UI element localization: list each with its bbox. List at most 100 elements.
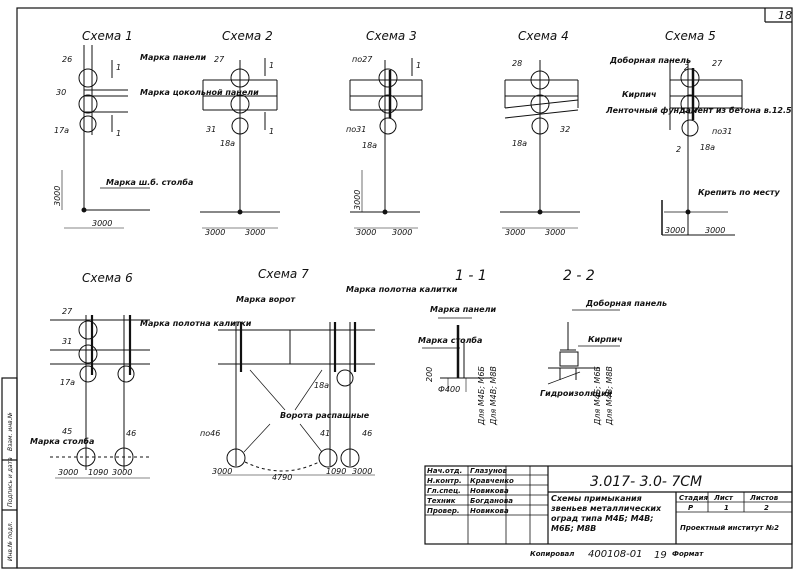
scheme-3-ref-1: 1: [416, 61, 421, 70]
section-2-2-title: 2 - 2: [563, 268, 595, 284]
scheme-2-title: Схема 2: [222, 29, 273, 43]
margin-stamp-3: Взам. инв.№: [7, 412, 14, 451]
scheme-1-dim-h: 3000: [92, 219, 112, 228]
scheme-2-ref-27: 27: [214, 55, 225, 64]
section-1-1: 1 - 1 Марка панели Марка столба 200 Ф400…: [418, 268, 498, 426]
scheme-2-dim-2: 3000: [245, 228, 265, 237]
sheet-frame: [16, 7, 793, 569]
scheme-6-ref-31: 31: [62, 337, 72, 346]
scheme-3-ref-po31: по31: [346, 125, 366, 134]
scheme-6-ref-27: 27: [62, 307, 73, 316]
scheme-4-ref-28: 28: [512, 59, 522, 68]
scheme-4-dim-1: 3000: [505, 228, 525, 237]
scheme-7-label-swing-gate: Ворота распашные: [280, 411, 370, 420]
scheme-7-dim-4: 3000: [352, 467, 372, 476]
section-2-2: 2 - 2 Доборная панель Кирпич Гидроизоляц…: [540, 268, 667, 426]
footer-sheet-no: 19: [654, 550, 667, 561]
scheme-1-dim-v: 3000: [53, 186, 62, 206]
scheme-6-ref-45: 45: [62, 427, 72, 436]
scheme-6-ref-46: 46: [126, 429, 136, 438]
margin-stamp-1: Инв.№ подл.: [7, 521, 14, 561]
scheme-2-ref-18a: 18а: [220, 139, 235, 148]
scheme-1-title: Схема 1: [82, 29, 133, 43]
scheme-1-label-panel: Марка панели: [140, 53, 206, 62]
scheme-7-dim-1: 3000: [212, 467, 232, 476]
page-number: 18: [778, 9, 792, 22]
scheme-3-ref-po27: по27: [352, 55, 373, 64]
scheme-3-dim-1: 3000: [356, 228, 376, 237]
scheme-2-ref-1a: 1: [269, 61, 274, 70]
tb-stage-label: Стадия: [679, 494, 708, 502]
scheme-6-dim-3: 3000: [112, 468, 132, 477]
scheme-7-ref-46: 46: [362, 429, 372, 438]
section-1-1-dim-d400: Ф400: [438, 385, 460, 394]
scheme-1-label-post: Марка ш.б. столба: [106, 177, 193, 187]
scheme-7-ref-41: 41: [320, 429, 330, 438]
scheme-5-dim-2: 3000: [705, 226, 725, 235]
scheme-5-ref-18a: 18а: [700, 143, 715, 152]
scheme-5: Схема 5 Доборная панель Кирпич Ленточный…: [605, 29, 792, 236]
scheme-4-dim-2: 3000: [545, 228, 565, 237]
scheme-6-ref-17a: 17а: [60, 378, 75, 387]
scheme-6-dim-2: 1090: [88, 468, 108, 477]
scheme-1-ref-1b: 1: [116, 129, 121, 138]
scheme-7-label-gate-leaf: Марка полотна калитки: [346, 285, 458, 294]
scheme-1-ref-1a: 1: [116, 63, 121, 72]
scheme-1-ref-26: 26: [62, 55, 72, 64]
tb-role-4: Техник: [427, 497, 456, 505]
footer: Копировал 400108-01 19 Формат: [530, 549, 704, 561]
scheme-4-ref-18a: 18а: [512, 139, 527, 148]
scheme-3-dim-v: 3000: [353, 190, 362, 210]
scheme-4-title: Схема 4: [518, 29, 569, 43]
tb-name-4: Богданова: [470, 497, 513, 505]
scheme-5-label-foundation: Ленточный фундамент из бетона в.12.5: [605, 105, 792, 115]
scheme-1: Схема 1 Марка панели Марка цокольной пан…: [53, 29, 259, 229]
scheme-4-ref-32: 32: [560, 125, 570, 134]
scheme-2: Схема 2 27 31 18а 1 1 3000 3000: [200, 29, 280, 237]
tb-sheet-label: Лист: [713, 494, 734, 502]
tb-sheets: 2: [764, 504, 769, 512]
footer-inventory: 400108-01: [588, 549, 643, 560]
scheme-3-ref-18a: 18а: [362, 141, 377, 150]
scheme-5-dim-1: 3000: [665, 226, 685, 235]
section-1-1-dim-200: 200: [425, 367, 434, 382]
scheme-7-ref-po46: по46: [200, 429, 220, 438]
section-2-2-label-brick: Кирпич: [588, 335, 623, 344]
scheme-5-title: Схема 5: [665, 29, 716, 43]
section-2-2-label-waterproof: Гидроизоляция: [540, 389, 612, 398]
tb-sheets-label: Листов: [749, 494, 779, 502]
scheme-5-ref-27: 27: [712, 59, 723, 68]
section-2-2-label-extra-panel: Доборная панель: [585, 298, 667, 308]
tb-role-5: Провер.: [427, 507, 460, 515]
scheme-4: Схема 4 28 32 18а 3000 3000: [500, 29, 580, 237]
tb-description-box: Схемы примыкания звеньев металлических о…: [551, 494, 661, 533]
margin-stamp-2: Подпись и дата: [7, 457, 14, 507]
scheme-2-ref-1b: 1: [269, 127, 274, 136]
footer-format-label: Формат: [672, 550, 704, 558]
scheme-7-dim-3: 1090: [326, 467, 346, 476]
section-1-1-dim-b: Для М4В; М8В: [489, 366, 498, 426]
scheme-5-ref-2a: 2: [684, 63, 689, 72]
scheme-7-ref-18a: 18а: [314, 381, 329, 390]
title-block: 3.017- 3.0- 7СМ Нач.отд. Глазунов Н.конт…: [424, 465, 793, 545]
tb-name-3: Новикова: [470, 487, 509, 495]
tb-name-2: Кравченко: [470, 477, 514, 485]
section-2-2-dim-b: Для М4В; М8В: [605, 366, 614, 426]
tb-name-5: Новикова: [470, 507, 509, 515]
scheme-7-label-gate: Марка ворот: [236, 295, 296, 304]
scheme-3: Схема 3 по27 по31 18а 1 3000 3000 3000: [346, 29, 423, 237]
section-2-2-dim-a: Для М4Б; М6Б: [593, 366, 602, 426]
scheme-6-dim-1: 3000: [58, 468, 78, 477]
tb-stage: Р: [688, 504, 694, 512]
scheme-5-ref-2b: 2: [676, 145, 681, 154]
scheme-7-dim-2: 4790: [272, 473, 292, 482]
scheme-7: Схема 7 Марка ворот Марка полотна калитк…: [200, 267, 458, 482]
tb-organization: Проектный институт №2: [680, 524, 779, 532]
scheme-5-label-brick: Кирпич: [622, 90, 657, 99]
scheme-6-label-gate-leaf: Марка полотна калитки: [140, 319, 252, 328]
tb-sheet: 1: [724, 504, 729, 512]
tb-role-3: Гл.спец.: [427, 487, 461, 495]
tb-role-2: Н.контр.: [427, 477, 462, 485]
footer-copied-label: Копировал: [530, 550, 574, 558]
